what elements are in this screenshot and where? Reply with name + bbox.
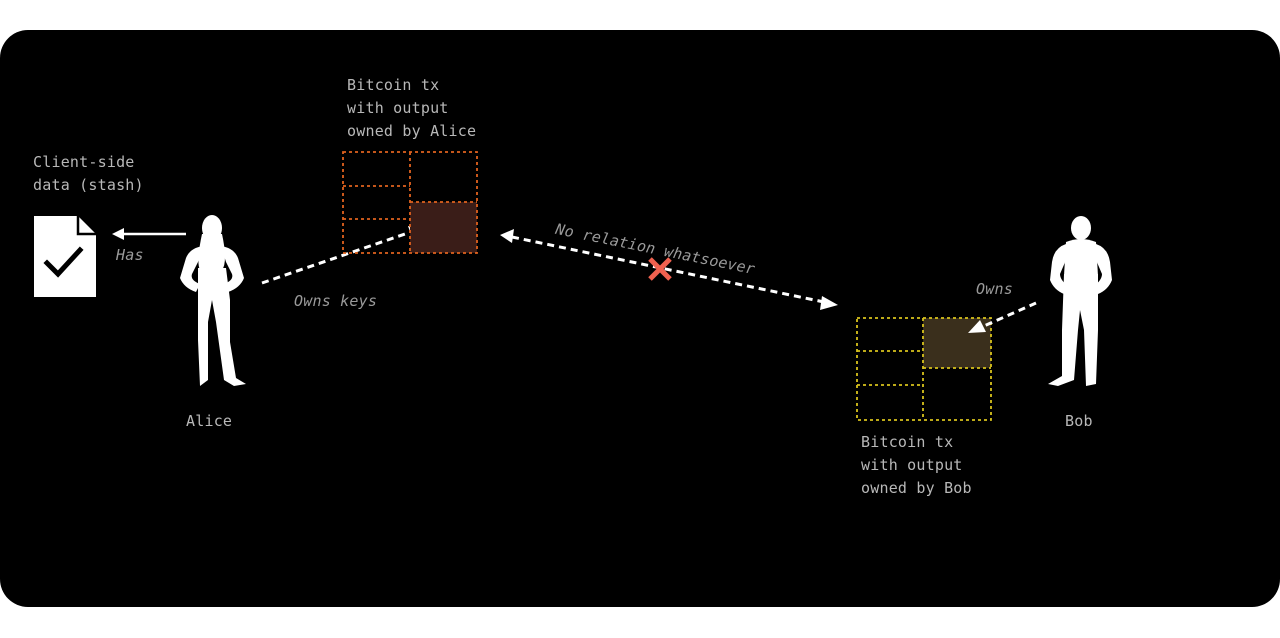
stash-label: Client-side data (stash) — [33, 151, 144, 197]
alice-tx-label-line-2: with output — [347, 99, 449, 117]
alice-silhouette-icon — [180, 215, 246, 386]
bob-tx-label: Bitcoin tx with output owned by Bob — [861, 431, 972, 500]
no-relation-arrow — [500, 229, 838, 310]
bob-silhouette-icon — [1048, 216, 1112, 386]
owns-label: Owns — [976, 280, 1013, 298]
alice-tx-box — [342, 151, 478, 254]
owns-keys-arrow — [261, 226, 424, 285]
document-check-icon — [34, 216, 96, 297]
bob-tx-label-line-3: owned by Bob — [861, 479, 972, 497]
stash-label-line-2: data (stash) — [33, 176, 144, 194]
owns-arrow — [968, 301, 1037, 333]
bob-name-label: Bob — [1065, 412, 1093, 430]
bob-tx-label-line-1: Bitcoin tx — [861, 433, 954, 451]
red-x-icon — [648, 257, 672, 281]
alice-name-label: Alice — [186, 412, 233, 430]
alice-tx-label-line-1: Bitcoin tx — [347, 76, 440, 94]
diagram-graphics — [34, 151, 1112, 421]
alice-tx-label-line-3: owned by Alice — [347, 122, 477, 140]
has-arrow — [112, 228, 186, 240]
has-label: Has — [116, 246, 144, 264]
bob-tx-label-line-2: with output — [861, 456, 963, 474]
stash-label-line-1: Client-side — [33, 153, 135, 171]
bob-tx-box — [856, 317, 992, 421]
alice-tx-label: Bitcoin tx with output owned by Alice — [347, 74, 476, 143]
diagram-canvas: Client-side data (stash) Has Bitcoin tx … — [0, 30, 1280, 607]
owns-keys-label: Owns keys — [294, 292, 378, 310]
